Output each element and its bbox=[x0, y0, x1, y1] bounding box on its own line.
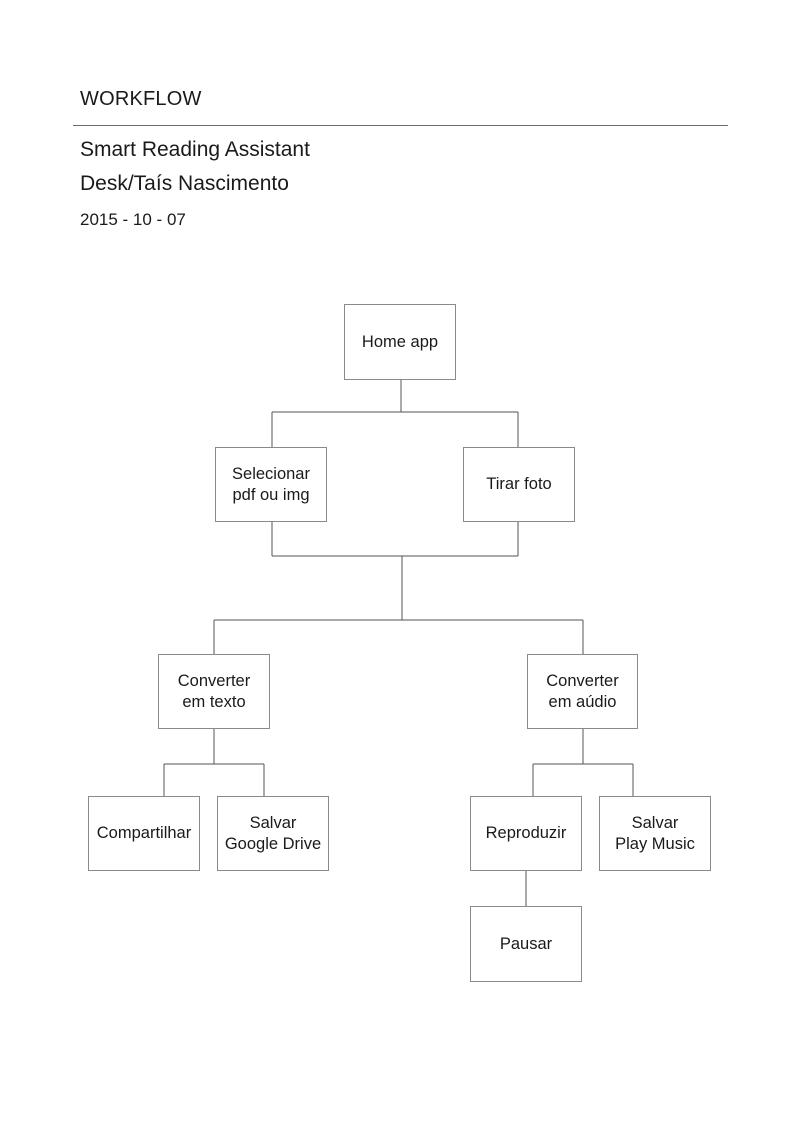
date: 2015 - 10 - 07 bbox=[80, 210, 186, 229]
node-label: pdf ou img bbox=[232, 485, 310, 504]
header-divider bbox=[73, 125, 728, 126]
node-label: em aúdio bbox=[548, 692, 617, 711]
node-label: Salvar bbox=[249, 813, 297, 832]
node-label: em texto bbox=[182, 692, 246, 711]
node-label: Home app bbox=[361, 332, 439, 351]
node-label: Salvar bbox=[631, 813, 679, 832]
node-label: Play Music bbox=[615, 834, 695, 853]
node-convert-text: Converter em texto bbox=[158, 654, 270, 729]
node-convert-audio: Converter em aúdio bbox=[527, 654, 638, 729]
node-label: Converter bbox=[546, 671, 619, 690]
node-play: Reproduzir bbox=[470, 796, 582, 871]
node-label: Tirar foto bbox=[486, 475, 552, 493]
node-label: Selecionar bbox=[232, 464, 310, 483]
node-label: Compartilhar bbox=[96, 824, 192, 842]
document-title: WORKFLOW bbox=[80, 88, 202, 110]
node-label: Pausar bbox=[499, 934, 553, 953]
node-select-file: Selecionar pdf ou img bbox=[215, 447, 327, 522]
node-pause: Pausar bbox=[470, 906, 582, 982]
author: Desk/Taís Nascimento bbox=[80, 172, 289, 195]
project-name: Smart Reading Assistant bbox=[80, 138, 310, 161]
node-take-photo: Tirar foto bbox=[463, 447, 575, 522]
node-share: Compartilhar bbox=[88, 796, 200, 871]
node-home-app: Home app bbox=[344, 304, 456, 380]
node-label: Converter bbox=[177, 671, 251, 690]
node-label: Google Drive bbox=[224, 834, 322, 853]
node-label: Reproduzir bbox=[485, 824, 567, 842]
